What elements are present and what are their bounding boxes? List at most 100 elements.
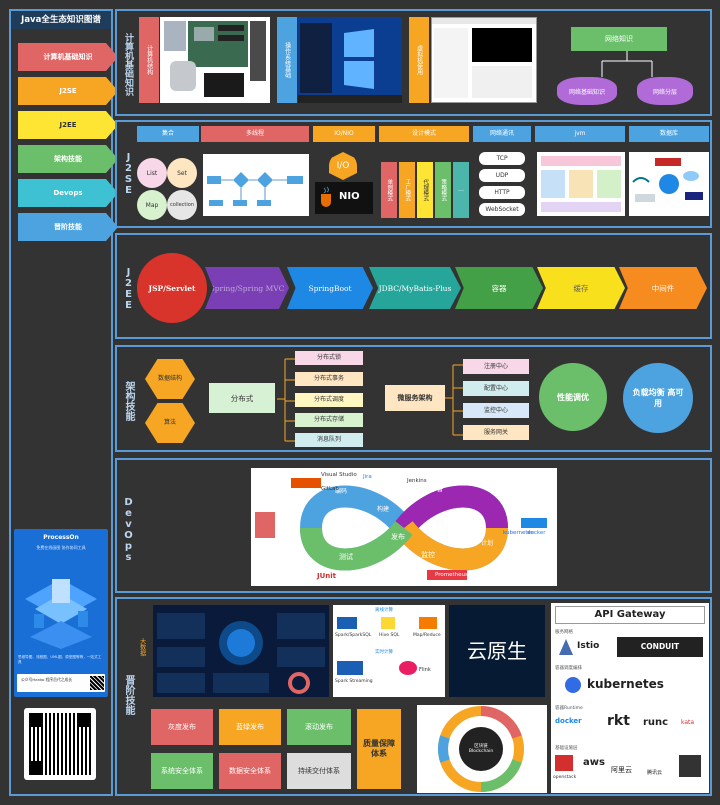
- server-icon: [679, 755, 701, 777]
- io-icon: I/O: [329, 152, 357, 180]
- sidebar-item-j2ee[interactable]: J2EE: [18, 111, 118, 139]
- java-cup-icon: [321, 186, 331, 207]
- section-advanced: 晋阶技能 大数据 离线计算 Spark/SparkSQL Hive SQL Ma…: [115, 597, 712, 796]
- ad-org-bar: 公众号Hanko 程序员代之成长: [17, 674, 105, 692]
- tool-prometheus: Prometheus: [435, 572, 468, 578]
- runtime-kata: kata: [681, 719, 695, 726]
- api-gateway: API Gateway: [555, 606, 705, 624]
- step-middleware: 中间件: [619, 267, 707, 309]
- sidebar-item-arch[interactable]: 架构技能: [18, 145, 118, 173]
- protocol-websocket: WebSocket: [479, 203, 525, 216]
- data-security: 数据安全体系: [219, 753, 281, 789]
- tool-jenkins: Jenkins: [407, 478, 427, 484]
- micro-bracket: [445, 364, 463, 436]
- header-io: IO/NIO: [313, 126, 375, 142]
- section-computer: 计算机基础知识 计算机结构 操作系统基础 虚拟机使用 网络知识: [115, 9, 712, 116]
- loop-build: 构建: [377, 506, 390, 513]
- message-queue: 消息队列: [295, 433, 363, 447]
- sidebar-item-computer[interactable]: 计算机基础知识: [18, 43, 118, 71]
- dist-bracket: [277, 358, 295, 442]
- protocol-udp: UDP: [479, 169, 525, 182]
- tool-jira: Jira: [363, 474, 372, 480]
- sidebar: Java全生态知识图谱 计算机基础知识 J2SE J2EE 架构技能 Devop…: [9, 9, 118, 796]
- microservice: 微服务架构: [385, 385, 445, 411]
- pattern-more: ...: [453, 162, 469, 218]
- jvm-diagram: [537, 152, 625, 216]
- step-jdbc-mybatis: JDBC/MyBatis-Plus: [369, 267, 461, 309]
- runtime-docker: docker: [555, 717, 582, 725]
- header-collections: 集合: [137, 126, 199, 142]
- gray-release: 灰度发布: [151, 709, 213, 745]
- infra-openstack: openstack: [553, 775, 577, 780]
- qr-code[interactable]: [24, 708, 96, 780]
- infra-aws: aws: [583, 757, 605, 768]
- spark-sparksql: Spark/SparkSQL: [335, 633, 372, 638]
- loop-release: 发布: [391, 533, 405, 541]
- sidebar-item-advanced[interactable]: 晋阶技能: [18, 213, 118, 241]
- bigdata-dashboard: [153, 605, 329, 697]
- database-logos: [629, 152, 709, 216]
- config-center: 配置中心: [463, 381, 529, 396]
- rolling-release: 滚动发布: [287, 709, 351, 745]
- quality-assurance: 质量保障体系: [357, 709, 401, 789]
- system-security: 系统安全体系: [151, 753, 213, 789]
- loop-operate: 运维: [459, 517, 473, 525]
- load-balancing: 负载均衡 高可用: [623, 363, 693, 433]
- infra-label: 基础设施层: [555, 746, 578, 751]
- loop-test: 测试: [339, 553, 353, 561]
- section-advanced-label: 晋阶技能: [123, 675, 134, 715]
- ad-footer: 思维导图、流程图、UML图、原型图等等，一站式工具: [18, 655, 102, 664]
- pattern-proxy: 代理模式: [417, 162, 433, 218]
- dist-storage: 分布式存储: [295, 413, 363, 427]
- flink: Flink: [419, 667, 431, 673]
- sidebar-item-devops[interactable]: Devops: [18, 179, 118, 207]
- sidebar-item-j2se[interactable]: J2SE: [18, 77, 118, 105]
- runtime-label: 容器Runtime: [555, 706, 583, 711]
- protocol-tcp: TCP: [479, 152, 525, 165]
- registry-center: 注册中心: [463, 359, 529, 374]
- data-structure: 数据结构: [145, 359, 195, 399]
- tool-docker: docker: [527, 530, 546, 536]
- pattern-factory: 工厂模式: [399, 162, 415, 218]
- step-container: 容器: [455, 267, 543, 309]
- hive-logo-icon: [381, 617, 395, 629]
- blockchain-diagram: 区块链 Blockchain: [417, 705, 547, 793]
- cloud-native: 云原生: [449, 605, 545, 697]
- section-devops: DevOps 编码 构建 测试 发布 部署 运维 监控 计划 Visual St…: [115, 458, 712, 593]
- runtime-rkt: rkt: [607, 713, 630, 729]
- blockchain-label: 区块链 Blockchain: [468, 744, 494, 754]
- small-qr-icon: [90, 676, 104, 690]
- header-patterns: 设计模式: [379, 126, 469, 142]
- runtime-runc: runc: [643, 717, 669, 728]
- realtime-compute: 实时计算: [375, 650, 393, 655]
- vm-window-image: [431, 17, 537, 103]
- orch-label: 容器调度编排: [555, 666, 582, 671]
- kubernetes-icon: [565, 677, 581, 693]
- hardware-label: 计算机结构: [139, 17, 159, 103]
- header-jvm: jvm: [535, 126, 625, 142]
- thread-state-diagram: [203, 154, 309, 216]
- bigdata-label: 大数据: [138, 638, 146, 656]
- loop-plan: 计划: [481, 540, 494, 547]
- windows-desktop-image: [298, 17, 402, 103]
- section-arch: 架构技能 数据结构 算法 分布式 分布式锁 分布式事务 分布式调度 分布式存储 …: [115, 345, 712, 452]
- motherboard-image: [160, 17, 270, 103]
- algorithm: 算法: [145, 403, 195, 443]
- section-j2se: J2SE 集合 多线程 IO/NIO 设计模式 网络通讯 jvm 数据库 Lis…: [115, 120, 712, 228]
- loop-deploy: 部署: [429, 485, 443, 493]
- infinity-loop: [255, 478, 547, 580]
- section-arch-label: 架构技能: [123, 381, 134, 421]
- collection-list: List: [137, 158, 167, 188]
- istio-icon: [559, 639, 573, 655]
- tool-gitlab: GitLab: [321, 486, 339, 492]
- devops-loop-diagram: 编码 构建 测试 发布 部署 运维 监控 计划 Visual Studio Ji…: [251, 468, 557, 586]
- processon-ad[interactable]: ProcessOn 免费在线画图 协作协同工具 思维导图、流程图、UML图、原型…: [14, 529, 108, 697]
- performance-tuning: 性能调优: [539, 363, 607, 431]
- protocol-http: HTTP: [479, 186, 525, 199]
- tool-kubernetes: kubernetes: [503, 530, 534, 536]
- mapreduce-logo-icon: [419, 617, 437, 629]
- infra-aliyun: 阿里云: [611, 766, 632, 774]
- isometric-illustration: [25, 579, 97, 649]
- cloud-native-stack: API Gateway 服务网格 Istio CONDUIT 容器调度编排 ku…: [551, 603, 709, 793]
- qr-pattern: [29, 713, 91, 775]
